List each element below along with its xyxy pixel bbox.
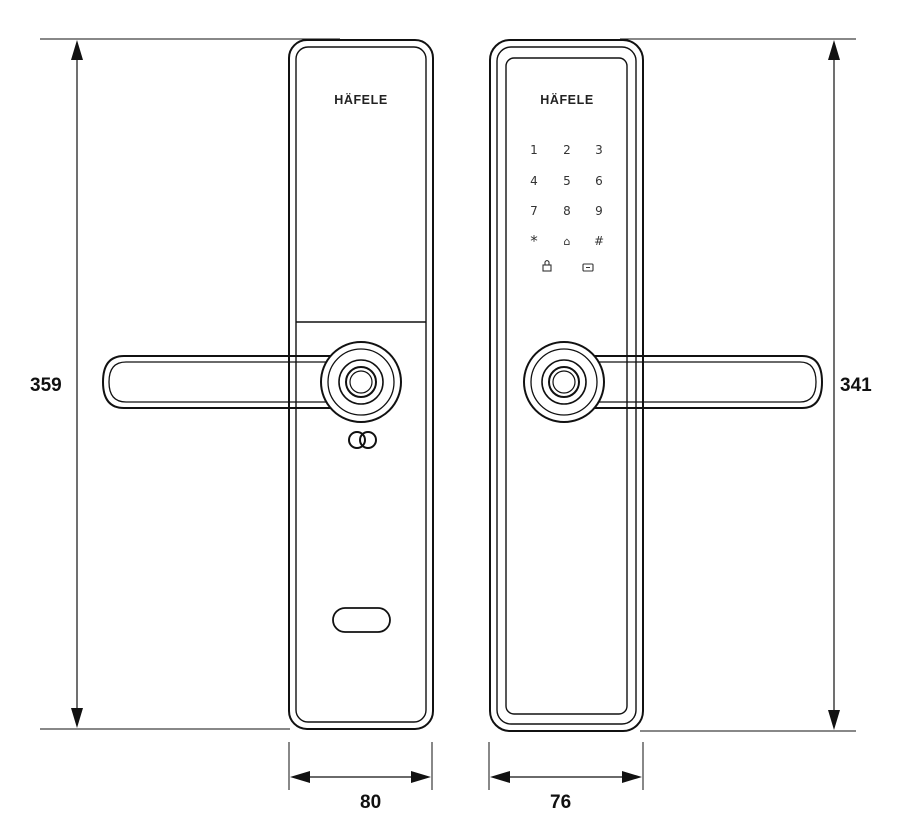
dimension-lines: 359 341 80 76 [30,38,872,813]
arrow-down-icon [828,710,840,730]
left-lock-body: HÄFELE [101,39,434,730]
key-7[interactable]: 7 [530,204,538,218]
arrow-down-icon [71,708,83,728]
arrow-left-icon [290,771,310,783]
arrow-up-icon [828,40,840,60]
key-2[interactable]: 2 [563,143,571,157]
key-8[interactable]: 8 [563,204,571,218]
key-1[interactable]: 1 [530,143,538,157]
arrow-left-icon [490,771,510,783]
arrow-right-icon [411,771,431,783]
key-home[interactable]: ⌂ [564,235,571,248]
key-9[interactable]: 9 [595,204,603,218]
key-star[interactable]: * [530,232,538,250]
keypad: 1 2 3 4 5 6 7 8 9 * ⌂ # [530,143,604,272]
key-hash[interactable]: # [594,234,604,248]
key-5[interactable]: 5 [563,174,571,188]
privacy-knob-icon [348,431,366,449]
key-4[interactable]: 4 [530,174,538,188]
right-width-value: 76 [550,792,571,813]
left-width-value: 80 [360,792,381,813]
right-brand-logo: HÄFELE [540,92,594,107]
left-brand-logo: HÄFELE [334,92,388,107]
right-height-value: 341 [840,375,872,396]
arrow-up-icon [71,40,83,60]
arrow-right-icon [622,771,642,783]
right-lock-body: HÄFELE 1 2 3 4 5 6 7 8 9 * ⌂ # [489,39,824,732]
card-icon[interactable] [582,263,594,272]
lock-icon[interactable] [542,259,552,272]
key-6[interactable]: 6 [595,174,603,188]
key-3[interactable]: 3 [595,143,603,157]
left-height-value: 359 [30,375,62,396]
battery-cover-slot [332,607,391,633]
